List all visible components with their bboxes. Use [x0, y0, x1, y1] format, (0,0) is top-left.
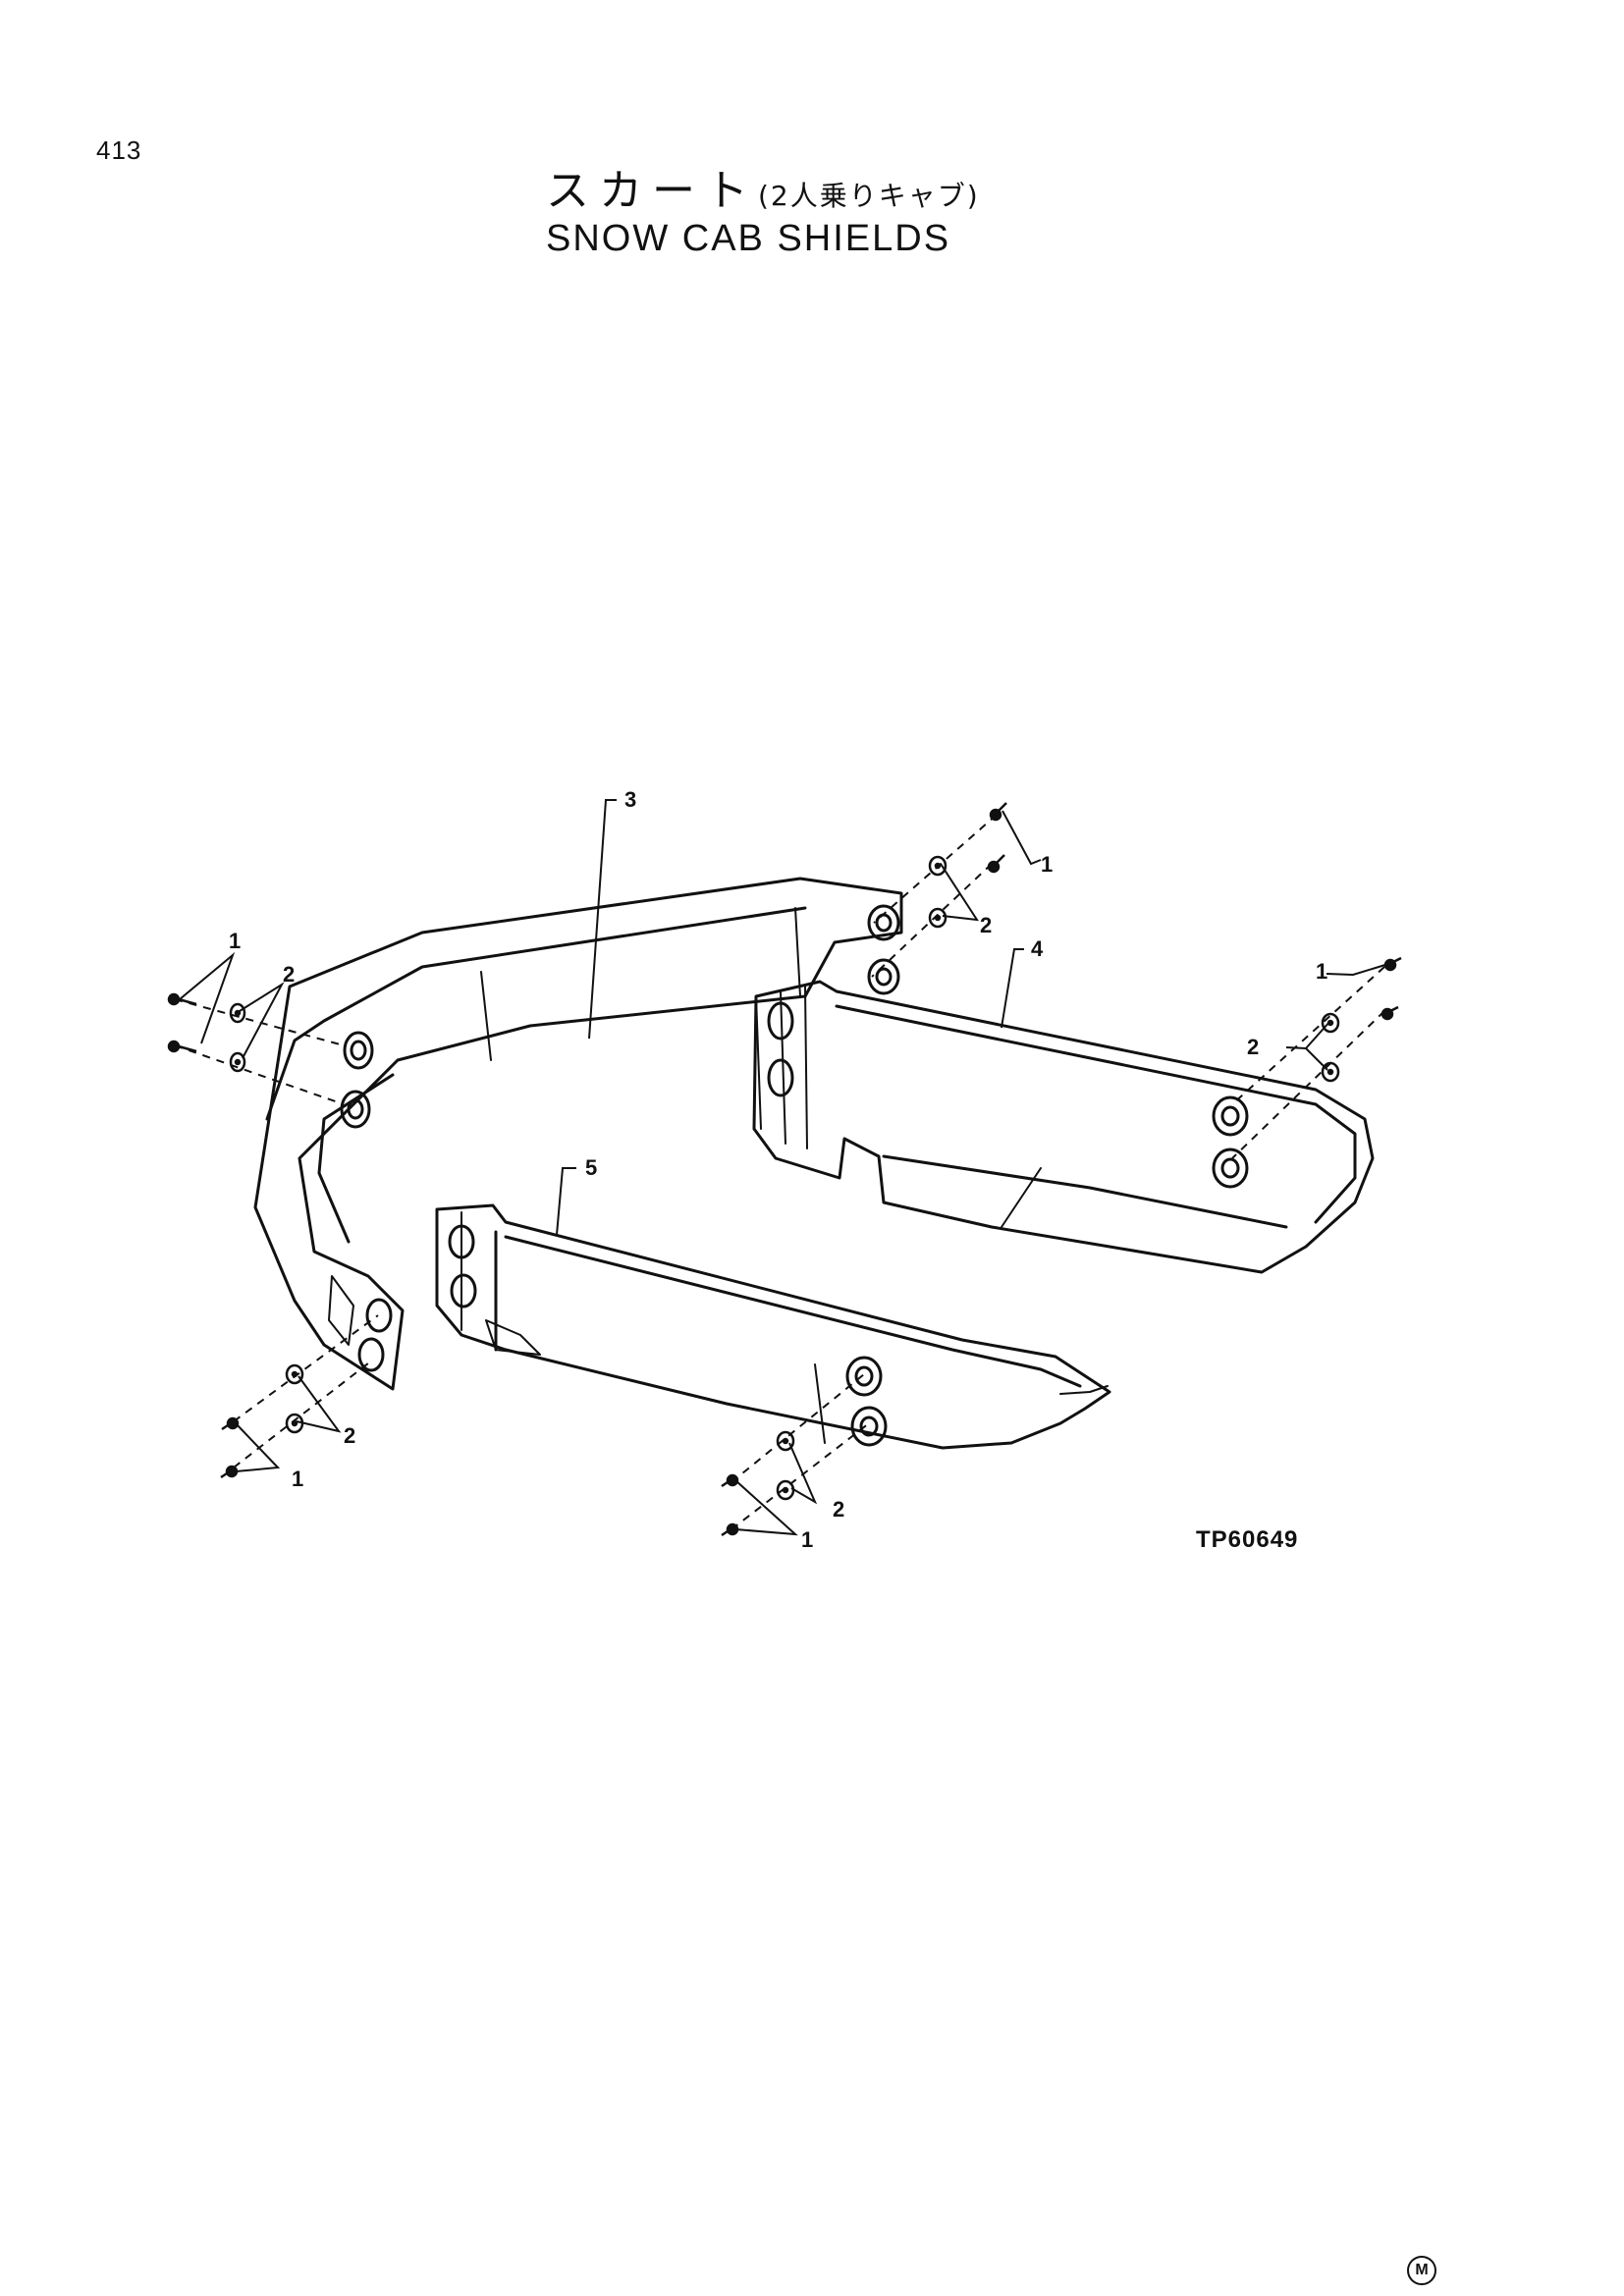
page-number: 413	[96, 135, 142, 165]
callout-1-bottom-left: 1	[292, 1467, 303, 1491]
bolt-group-bottom-center	[721, 1430, 795, 1537]
callout-2-bottom-center: 2	[833, 1497, 844, 1522]
callout-2-left: 2	[283, 962, 295, 987]
circled-mark: M	[1407, 2256, 1436, 2285]
fasteners	[167, 802, 1402, 1537]
callout-2-bottom-left: 2	[344, 1423, 355, 1448]
callout-5: 5	[585, 1155, 597, 1180]
title-english: SNOW CAB SHIELDS	[546, 218, 951, 259]
title-japanese-main: スカート	[546, 166, 758, 216]
bolt-group-top	[928, 802, 1007, 929]
bolt-group-right	[1321, 956, 1402, 1083]
bolt-group-left	[167, 992, 246, 1073]
leader-lines	[179, 799, 1389, 1536]
assembly-lines	[174, 814, 1385, 1530]
bolt-group-bottom-left	[220, 1363, 304, 1479]
callout-labels: 3 4 5 1 2 1 2 1 2 1 2 1 2	[229, 787, 1327, 1552]
title-japanese-sub: (2人乗りキャブ)	[758, 180, 980, 212]
rear-shield-part	[253, 877, 903, 1391]
callout-1-right: 1	[1316, 959, 1327, 984]
callout-1-left: 1	[229, 929, 241, 953]
callout-2-top: 2	[980, 913, 992, 937]
title-japanese: スカート(2人乗りキャブ)	[546, 155, 980, 218]
callout-1-bottom-center: 1	[801, 1527, 813, 1552]
callout-3: 3	[624, 787, 636, 812]
callout-1-top: 1	[1041, 852, 1053, 877]
left-side-shield-part	[435, 1203, 1111, 1450]
callout-2-right: 2	[1247, 1035, 1259, 1059]
figure-code: TP60649	[1196, 1526, 1299, 1553]
callout-4: 4	[1031, 936, 1044, 961]
right-side-shield-part	[752, 980, 1375, 1274]
